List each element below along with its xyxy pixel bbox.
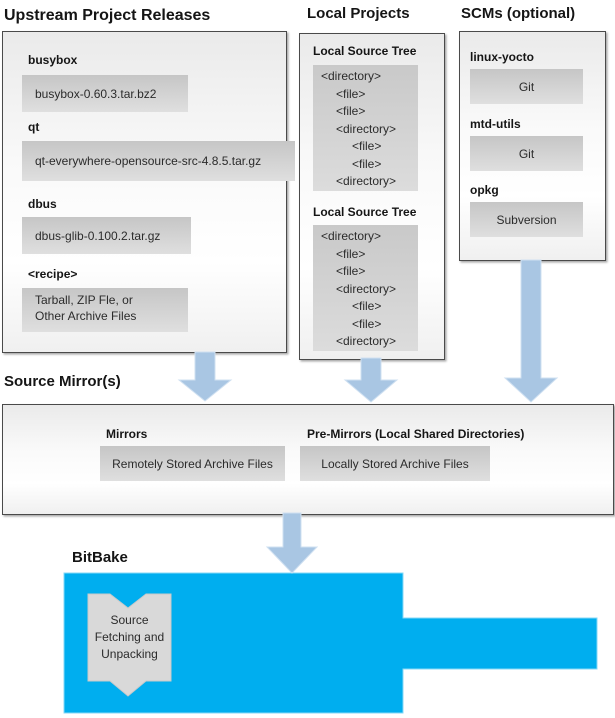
mirrors-value-box: Remotely Stored Archive Files — [100, 446, 285, 481]
linux-yocto-scm-box: Git — [470, 69, 583, 104]
recipe-archive-box: Tarball, ZIP Fle, or Other Archive Files — [22, 288, 188, 332]
tree-line: <file> — [336, 104, 366, 118]
arrow-scms-to-mirrors-icon — [503, 259, 559, 403]
local-projects-section-title: Local Projects — [307, 5, 410, 22]
qt-label: qt — [28, 120, 40, 134]
local-source-tree-box-2: <directory> <file> <file> <directory> <f… — [313, 225, 418, 351]
tree-line: <file> — [336, 246, 366, 261]
tree-line: <directory> — [336, 121, 397, 136]
opkg-scm-box: Subversion — [470, 202, 583, 237]
source-mirrors-section-title: Source Mirror(s) — [4, 373, 121, 390]
source-fetching-label-line-1: Source — [110, 613, 149, 627]
tree-line: <file> — [352, 139, 382, 153]
busybox-tarball-box: busybox-0.60.3.tar.bz2 — [22, 75, 188, 112]
busybox-label: busybox — [28, 53, 78, 67]
tree-line: <directory> — [336, 281, 397, 296]
local-source-tree-label-1: Local Source Tree — [313, 44, 417, 58]
bitbake-section-title: BitBake — [72, 549, 128, 566]
qt-tarball-box: qt-everywhere-opensource-src-4.8.5.tar.g… — [22, 141, 295, 181]
mtd-utils-scm-box: Git — [470, 136, 583, 171]
arrow-mirrors-to-bitbake-icon — [265, 512, 319, 574]
dbus-label: dbus — [28, 197, 57, 211]
dbus-tarball-box: dbus-glib-0.100.2.tar.gz — [22, 217, 191, 254]
recipe-label: <recipe> — [28, 267, 78, 281]
source-fetching-label-line-2: Fetching and — [94, 630, 165, 644]
source-fetching-label-line-3: Unpacking — [101, 647, 158, 661]
tree-line: <file> — [336, 86, 366, 101]
mirrors-label: Mirrors — [106, 427, 148, 441]
premirrors-value-box: Locally Stored Archive Files — [300, 446, 490, 481]
tree-line: <file> — [352, 316, 382, 331]
arrow-local-to-mirrors-icon — [343, 357, 399, 403]
linux-yocto-label: linux-yocto — [470, 50, 535, 64]
local-source-tree-label-2: Local Source Tree — [313, 205, 417, 219]
mtd-utils-label: mtd-utils — [470, 117, 521, 131]
opkg-label: opkg — [470, 183, 499, 197]
tree-line: <directory> — [321, 69, 382, 83]
recipe-archive-line-1: Tarball, ZIP Fle, or — [35, 293, 133, 307]
local-source-tree-box-1: <directory> <file> <file> <directory> <f… — [313, 65, 418, 191]
tree-line: <file> — [352, 299, 382, 313]
source-fetching-label: Source Fetching and Unpacking — [88, 612, 171, 663]
tree-line: <directory> — [336, 174, 397, 188]
scms-section-title: SCMs (optional) — [461, 5, 576, 22]
upstream-section-title: Upstream Project Releases — [4, 7, 211, 24]
recipe-archive-line-2: Other Archive Files — [35, 309, 137, 323]
arrow-upstream-to-mirrors-icon — [177, 351, 233, 402]
premirrors-label: Pre-Mirrors (Local Shared Directories) — [307, 427, 525, 441]
tree-line: <directory> — [336, 334, 397, 348]
tree-line: <file> — [336, 264, 366, 278]
tree-line: <directory> — [321, 229, 382, 243]
tree-line: <file> — [352, 156, 382, 171]
